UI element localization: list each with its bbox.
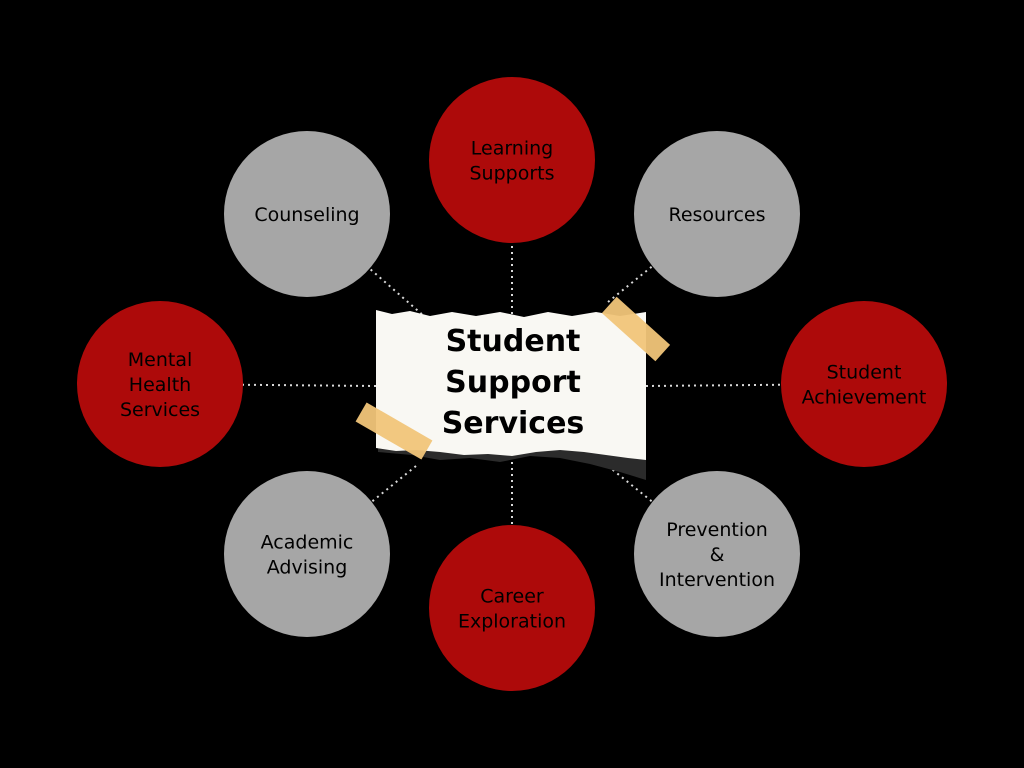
connector-counseling xyxy=(367,266,441,331)
paper-note xyxy=(376,310,646,460)
node-label-line: Health xyxy=(129,374,191,396)
node-label-line: Intervention xyxy=(659,569,775,591)
node-circle-prevention-intervention xyxy=(634,471,800,637)
node-label-line: Career xyxy=(480,586,544,608)
connector-mental-health-services xyxy=(240,383,377,387)
connector-academic-advising xyxy=(369,465,417,504)
node-label-line: Supports xyxy=(469,163,554,185)
connectors xyxy=(240,241,784,527)
node-label-line: & xyxy=(710,544,725,566)
center-title-line: Student xyxy=(446,324,581,359)
node-label-line: Services xyxy=(120,399,200,421)
connector-student-achievement xyxy=(645,383,784,387)
node-label-line: Learning xyxy=(471,138,554,160)
node-label-line: Advising xyxy=(267,557,348,579)
connector-resources xyxy=(607,264,655,303)
tape-bottom-left xyxy=(355,402,433,460)
node-resources: Resources xyxy=(634,131,800,297)
node-label-line: Prevention xyxy=(666,519,768,541)
connector-prevention-intervention xyxy=(607,465,655,504)
center-title-line: Services xyxy=(442,406,585,441)
node-prevention-intervention: Prevention & Intervention xyxy=(634,471,800,637)
tape-top-right xyxy=(601,296,671,362)
node-label-line: Counseling xyxy=(254,204,359,226)
node-circle-mental-health-services xyxy=(77,301,243,467)
node-label-line: Achievement xyxy=(802,387,927,409)
node-label-line: Mental xyxy=(128,349,193,371)
node-label-line: Academic xyxy=(261,532,354,554)
node-label-line: Exploration xyxy=(458,611,566,633)
node-counseling: Counseling xyxy=(224,131,390,297)
node-circle-learning-supports xyxy=(429,77,595,243)
node-label-line: Resources xyxy=(668,204,765,226)
node-circle-academic-advising xyxy=(224,471,390,637)
service-nodes: LearningSupportsResourcesStudentAchievem… xyxy=(77,77,947,691)
node-circle-student-achievement xyxy=(781,301,947,467)
node-label-line: Student xyxy=(827,362,902,384)
center-title-line: Support xyxy=(445,365,581,400)
node-circle-resources xyxy=(634,131,800,297)
node-circle-career-exploration xyxy=(429,525,595,691)
node-circle-counseling xyxy=(224,131,390,297)
